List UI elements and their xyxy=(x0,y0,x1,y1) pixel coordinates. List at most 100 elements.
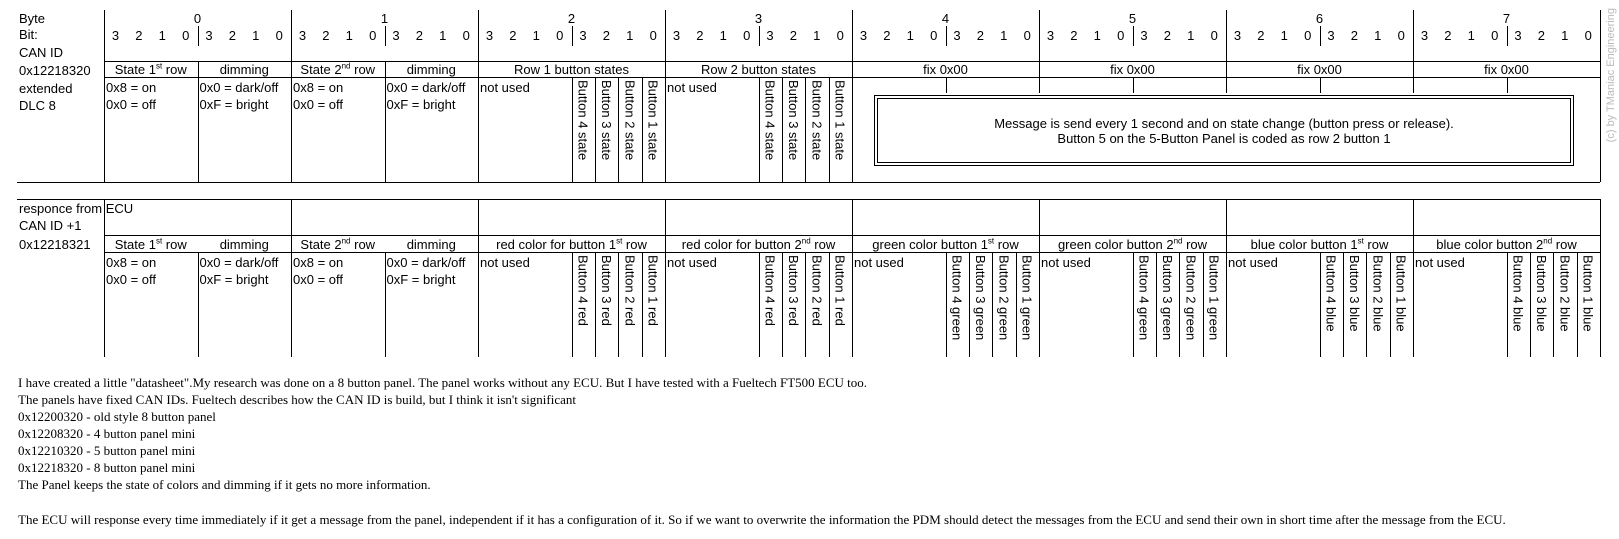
extended-label: extended xyxy=(19,81,73,96)
button-red-label: Button 1 red xyxy=(832,255,848,326)
bit-number: 2 xyxy=(696,28,704,43)
button-state-label: Button 1 state xyxy=(645,80,661,161)
button-green-label: Button 3 green xyxy=(972,255,988,341)
bit-number: 2 xyxy=(228,28,236,43)
can-id-value: 0x12218321 xyxy=(19,237,91,252)
button-blue-label: Button 2 blue xyxy=(1370,255,1386,332)
grid-line xyxy=(665,199,666,357)
bit-number: 3 xyxy=(1514,28,1522,43)
red-2nd-row-header: red color for button 2nd row xyxy=(681,236,836,252)
bit-number: 2 xyxy=(976,28,984,43)
button-blue-label: Button 1 blue xyxy=(1393,255,1409,332)
bit-number: 1 xyxy=(158,28,166,43)
state-off: 0x0 = off xyxy=(106,272,156,287)
dim-dark: 0x0 = dark/off xyxy=(199,80,279,95)
grid-line xyxy=(781,77,783,182)
note-text: Message is send every 1 second and on st… xyxy=(874,116,1574,146)
grid-line xyxy=(384,252,386,357)
grid-line xyxy=(1600,199,1601,357)
bit-number: 2 xyxy=(509,28,517,43)
bit-number: 2 xyxy=(883,28,891,43)
bit-number: 0 xyxy=(369,28,377,43)
row-2-button-states-header: Row 2 button states xyxy=(701,62,816,77)
bit-number: 1 xyxy=(252,28,260,43)
state-1st-row-header: State 1st row xyxy=(114,236,187,252)
grid-line xyxy=(17,182,1600,183)
bit-number: 1 xyxy=(1374,28,1382,43)
button-red-label: Button 3 red xyxy=(598,255,614,326)
grid-line xyxy=(828,77,830,182)
byte-number: 0 xyxy=(193,11,202,26)
state-off: 0x0 = off xyxy=(293,97,343,112)
not-used-label: not used xyxy=(854,255,904,270)
byte-number: 1 xyxy=(380,11,389,26)
dimming-header: dimming xyxy=(406,62,456,77)
grid-line xyxy=(992,252,994,357)
can-id-value: 0x12218320 xyxy=(19,63,91,78)
grid-line xyxy=(1389,252,1391,357)
bit-number: 1 xyxy=(532,28,540,43)
grid-line xyxy=(945,252,947,357)
state-on: 0x8 = on xyxy=(293,255,344,270)
grid-line xyxy=(1576,252,1578,357)
button-state-label: Button 4 state xyxy=(575,80,591,161)
not-used-label: not used xyxy=(667,80,717,95)
grid-line xyxy=(945,77,947,93)
note-box xyxy=(874,95,1574,166)
responce-label: responce from ECU xyxy=(19,201,134,216)
button-blue-label: Button 4 blue xyxy=(1323,255,1339,332)
dim-dark: 0x0 = dark/off xyxy=(386,255,466,270)
dimming-header: dimming xyxy=(406,237,456,252)
state-off: 0x0 = off xyxy=(106,97,156,112)
bit-number: 0 xyxy=(930,28,938,43)
bit-number: 3 xyxy=(1327,28,1335,43)
not-used-label: not used xyxy=(1041,255,1091,270)
grid-line xyxy=(594,77,596,182)
note-paragraph: 0x12208320 - 4 button panel mini xyxy=(18,426,196,441)
can-id-plus-label: CAN ID +1 xyxy=(19,218,82,233)
grid-line xyxy=(197,26,199,46)
grid-line xyxy=(1319,77,1321,93)
bit-number: 0 xyxy=(182,28,190,43)
grid-line xyxy=(828,252,830,357)
bit-number: 3 xyxy=(485,28,494,43)
grid-line xyxy=(1529,252,1531,357)
grid-line xyxy=(852,199,853,357)
blue-1st-row-header: blue color button 1st row xyxy=(1250,236,1389,252)
byte-number: 6 xyxy=(1315,11,1324,26)
bit-number: 3 xyxy=(672,28,681,43)
bit-number: 3 xyxy=(1420,28,1429,43)
note-line-2: Button 5 on the 5-Button Panel is coded … xyxy=(1057,131,1391,146)
bit-number: 1 xyxy=(1467,28,1475,43)
grid-line xyxy=(968,252,970,357)
bit-number: 0 xyxy=(649,28,657,43)
byte-label: Byte xyxy=(19,11,46,26)
note-paragraph: 0x12210320 - 5 button panel mini xyxy=(18,443,196,458)
button-blue-label: Button 4 blue xyxy=(1510,255,1526,332)
bit-number: 1 xyxy=(1000,28,1008,43)
grid-line xyxy=(1413,199,1414,357)
bit-number: 0 xyxy=(1023,28,1031,43)
bit-number: 0 xyxy=(1304,28,1312,43)
bit-number: 2 xyxy=(1350,28,1358,43)
grid-line xyxy=(291,199,292,357)
grid-line xyxy=(1155,252,1157,357)
grid-line xyxy=(197,61,199,182)
button-green-label: Button 1 green xyxy=(1019,255,1035,341)
button-green-label: Button 2 green xyxy=(996,255,1012,341)
not-used-label: not used xyxy=(667,255,717,270)
state-on: 0x8 = on xyxy=(106,80,157,95)
bit-number: 0 xyxy=(836,28,844,43)
state-2nd-row-header: State 2nd row xyxy=(300,236,376,252)
note-paragraph: I have created a little "datasheet".My r… xyxy=(18,375,868,390)
grid-line xyxy=(1506,77,1508,93)
bit-number: 0 xyxy=(743,28,751,43)
dim-bright: 0xF = bright xyxy=(386,272,456,287)
bit-number: 3 xyxy=(298,28,307,43)
grid-line xyxy=(1506,252,1508,357)
bit-number: 0 xyxy=(1491,28,1499,43)
red-1st-row-header: red color for button 1st row xyxy=(496,236,647,252)
button-red-label: Button 4 red xyxy=(762,255,778,326)
byte-number: 4 xyxy=(941,11,950,26)
